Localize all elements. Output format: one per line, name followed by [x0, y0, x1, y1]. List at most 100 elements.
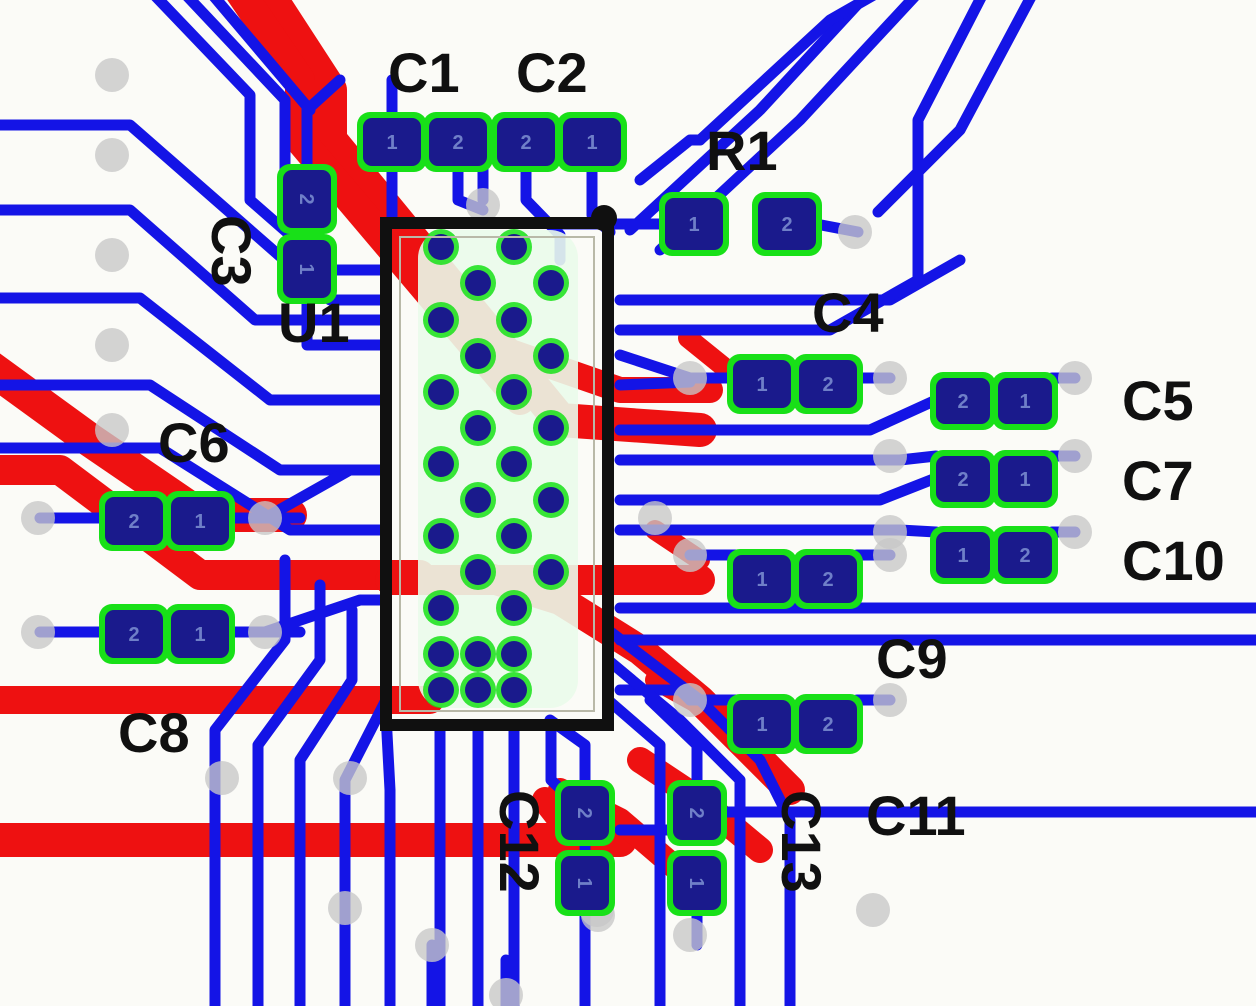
pad-number: 2 — [822, 714, 833, 736]
component-pad[interactable] — [936, 456, 990, 502]
component-pad[interactable] — [673, 786, 721, 840]
via — [95, 238, 129, 272]
pad-number: 2 — [295, 193, 317, 204]
bga-pad — [501, 234, 527, 260]
pad-number: 1 — [756, 569, 767, 591]
pad-number: 1 — [756, 374, 767, 396]
bga-pad — [428, 523, 454, 549]
component-pad[interactable] — [665, 198, 723, 250]
ref-label-c4[interactable]: C4 — [812, 281, 884, 344]
bga-pad — [538, 415, 564, 441]
component-pad[interactable] — [673, 856, 721, 910]
component-pad[interactable] — [563, 118, 621, 166]
component-pad[interactable] — [561, 856, 609, 910]
ref-label-c7[interactable]: C7 — [1122, 449, 1194, 512]
component-pad[interactable] — [105, 497, 163, 545]
component-pad[interactable] — [998, 532, 1052, 578]
bga-pad — [501, 595, 527, 621]
component-pad[interactable] — [105, 610, 163, 658]
pad-number: 1 — [295, 263, 317, 274]
bga-pad — [501, 523, 527, 549]
bga-pad — [465, 270, 491, 296]
bga-pad — [428, 307, 454, 333]
via — [328, 891, 362, 925]
u1-outline-rect[interactable] — [380, 217, 614, 731]
ref-label-c8[interactable]: C8 — [118, 701, 190, 764]
via — [673, 361, 707, 395]
via — [95, 328, 129, 362]
via — [489, 978, 523, 1006]
component-pad[interactable] — [363, 118, 421, 166]
component-pad[interactable] — [799, 700, 857, 748]
bga-pad — [428, 379, 454, 405]
ref-label-c6[interactable]: C6 — [158, 411, 230, 474]
component-pad[interactable] — [429, 118, 487, 166]
via — [673, 538, 707, 572]
pad-number: 2 — [957, 469, 968, 491]
bga-pad — [465, 677, 491, 703]
ref-label-c11[interactable]: C11 — [866, 784, 966, 847]
via — [673, 683, 707, 717]
pad-number: 1 — [688, 214, 699, 236]
via — [21, 501, 55, 535]
bga-pad — [538, 559, 564, 585]
ref-label-c2[interactable]: C2 — [516, 41, 588, 104]
component-pad[interactable] — [171, 610, 229, 658]
vias-group — [21, 58, 1092, 1006]
ref-label-c10[interactable]: C10 — [1122, 529, 1225, 592]
bga-pad — [538, 487, 564, 513]
ref-label-c12[interactable]: C12 — [488, 790, 551, 893]
component-pad[interactable] — [283, 240, 331, 298]
component-pad[interactable] — [758, 198, 816, 250]
component-pad[interactable] — [936, 532, 990, 578]
u1-pin1-marker-icon — [591, 205, 617, 231]
ref-label-r1[interactable]: R1 — [706, 119, 778, 182]
component-pad[interactable] — [799, 555, 857, 603]
component-pad[interactable] — [998, 378, 1052, 424]
bga-pad — [428, 677, 454, 703]
ref-label-u1[interactable]: U1 — [278, 291, 350, 354]
pad-number: 2 — [685, 807, 707, 818]
bga-pad — [428, 641, 454, 667]
via — [838, 215, 872, 249]
ref-label-c13[interactable]: C13 — [770, 790, 833, 893]
bga-pad — [501, 641, 527, 667]
bga-pad — [501, 677, 527, 703]
ref-label-c3[interactable]: C3 — [200, 215, 263, 287]
ref-label-c9[interactable]: C9 — [876, 627, 948, 690]
bga-pad — [428, 595, 454, 621]
via — [638, 501, 672, 535]
bga-pad — [501, 379, 527, 405]
component-pad[interactable] — [171, 497, 229, 545]
component-pad[interactable] — [936, 378, 990, 424]
component-pad[interactable] — [733, 360, 791, 408]
pad-number: 1 — [1019, 469, 1030, 491]
pad-number: 2 — [520, 132, 531, 154]
via — [95, 413, 129, 447]
pad-number: 2 — [452, 132, 463, 154]
component-pad[interactable] — [497, 118, 555, 166]
pad-number: 2 — [822, 374, 833, 396]
ref-label-c1[interactable]: C1 — [388, 41, 460, 104]
pad-number: 1 — [586, 132, 597, 154]
component-pad[interactable] — [998, 456, 1052, 502]
pad-number: 1 — [573, 877, 595, 888]
via — [873, 538, 907, 572]
u1-component-outline[interactable] — [380, 205, 617, 731]
component-pad[interactable] — [799, 360, 857, 408]
pad-number: 2 — [957, 391, 968, 413]
component-pad[interactable] — [561, 786, 609, 840]
component-pad[interactable] — [733, 700, 791, 748]
via — [873, 683, 907, 717]
bga-pad — [428, 451, 454, 477]
bga-pad — [428, 234, 454, 260]
component-pad[interactable] — [733, 555, 791, 603]
bga-pad — [465, 343, 491, 369]
ref-label-c5[interactable]: C5 — [1122, 369, 1194, 432]
bga-pad — [465, 415, 491, 441]
via — [248, 615, 282, 649]
component-pad[interactable] — [283, 170, 331, 228]
